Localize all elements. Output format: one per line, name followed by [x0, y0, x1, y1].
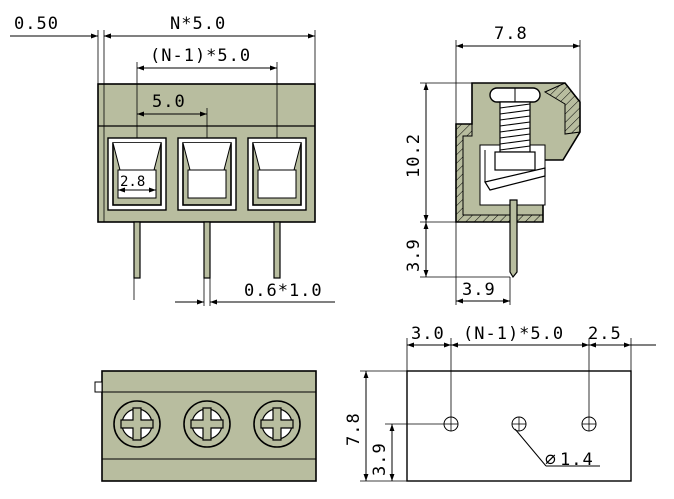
wire-opening-1 [107, 137, 167, 211]
pin-2 [203, 221, 211, 279]
dim-pitch-label: 5.0 [152, 92, 186, 112]
dim-pin-label: 0.6*1.0 [244, 281, 323, 301]
hole-1 [443, 416, 459, 432]
dim-pin-offset-label: 3.9 [462, 280, 496, 300]
dim-pin-length-label: 3.9 [404, 238, 424, 272]
pin-3 [273, 221, 281, 279]
screw-top-3 [253, 400, 301, 448]
screw-top-2 [183, 400, 231, 448]
dim-pcb-pitch-label: (N-1)*5.0 [463, 324, 564, 344]
dim-opening-label: 2.8 [120, 174, 145, 190]
dim-hole-offset-label: 3.9 [370, 442, 390, 476]
dim-span-label: (N-1)*5.0 [150, 46, 251, 66]
front-view: 0.50 N*5.0 (N-1)*5.0 5.0 2.8 0.6*1.0 [10, 14, 335, 306]
pin-1 [133, 221, 141, 279]
dim-right-label: 2.5 [588, 324, 622, 344]
dim-hole-dia-label: 1.4 [560, 450, 594, 470]
wire-opening-2 [177, 137, 237, 211]
pcb-layout-view: 3.0 (N-1)*5.0 2.5 7.8 3.9 ⌀ 1.4 [344, 324, 656, 482]
diameter-symbol: ⌀ [545, 449, 556, 470]
screw-thread [499, 101, 531, 153]
dim-edge-label: 0.50 [14, 14, 59, 34]
hole-2 [511, 416, 527, 432]
top-view [94, 370, 317, 482]
dim-left-label: 3.0 [411, 324, 445, 344]
dim-height-label: 10.2 [404, 133, 424, 178]
side-view: 7.8 10.2 3.9 3.9 [404, 24, 581, 305]
screw-top-1 [113, 400, 161, 448]
wire-opening-3 [247, 137, 307, 211]
dim-total-label: N*5.0 [170, 14, 226, 34]
dim-depth-label: 7.8 [494, 24, 528, 44]
hole-3 [581, 416, 597, 432]
dim-pcb-depth-label: 7.8 [344, 412, 364, 446]
side-pin [509, 199, 518, 279]
